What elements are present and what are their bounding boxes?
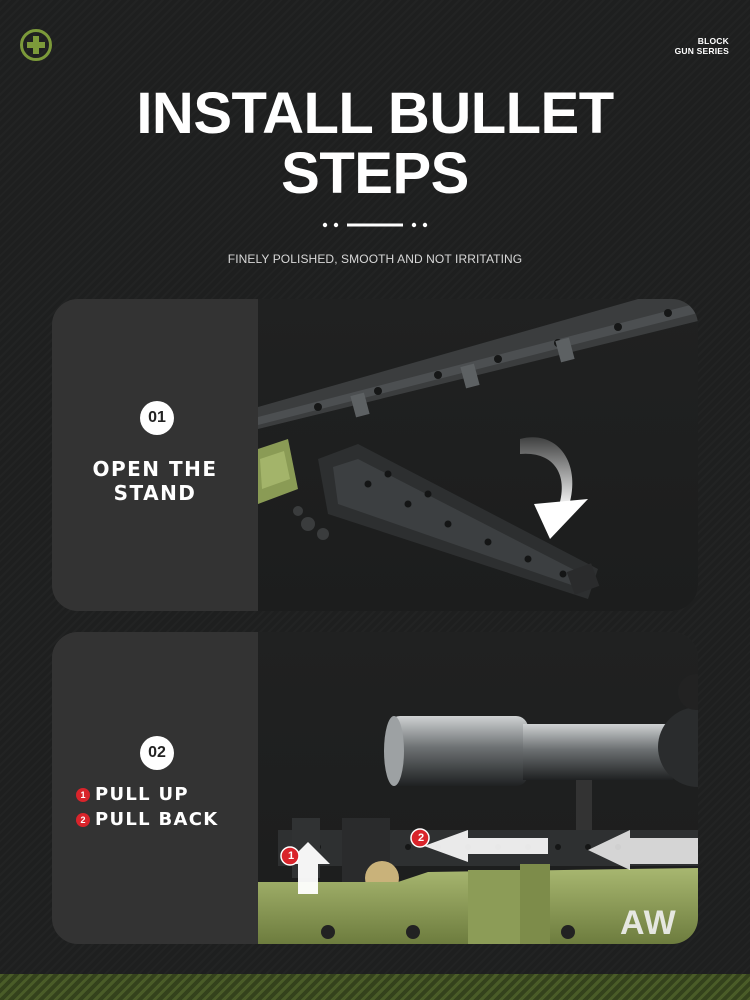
step-2-item-1: 1 PULL UP (76, 784, 189, 805)
rifle-bolt-illustration (258, 674, 698, 944)
title-divider (322, 222, 428, 228)
step-1-instruction: OPEN THE STAND (52, 457, 258, 505)
step-1-line-2: STAND (113, 481, 197, 505)
step-2-item-2: 2 PULL BACK (76, 809, 219, 830)
brand-line-1: BLOCK (697, 36, 729, 46)
step-2-photo: 1 2 AW (258, 632, 698, 944)
rifle-watermark: AW (620, 904, 677, 942)
rifle-stand-illustration (258, 299, 698, 599)
page-subtitle: FINELY POLISHED, SMOOTH AND NOT IRRITATI… (227, 252, 523, 266)
title-line-2: STEPS (281, 141, 469, 206)
step-number-badge: 02 (140, 736, 174, 770)
step-1-text-panel (52, 299, 258, 611)
page-title: INSTALL BULLET STEPS (0, 84, 750, 204)
bottom-accent-bar (0, 974, 750, 1000)
step-2-item-label: PULL UP (95, 784, 189, 805)
step-2-item-label: PULL BACK (95, 809, 219, 830)
photo-marker-2: 2 (417, 832, 425, 844)
step-card-1: 01 OPEN THE STAND (52, 299, 698, 611)
red-marker-icon: 1 (76, 787, 90, 802)
step-1-photo (258, 299, 698, 611)
brand-label: BLOCK GUN SERIES (675, 36, 729, 56)
step-card-2: 1 2 AW 02 1 PULL UP 2 PULL BACK (52, 632, 698, 944)
step-number-badge: 01 (140, 401, 174, 435)
step-1-line-1: OPEN THE (92, 457, 218, 481)
brand-line-2: GUN SERIES (674, 46, 729, 56)
title-line-1: INSTALL BULLET (136, 81, 614, 146)
brand-logo-icon (20, 29, 52, 61)
photo-marker-1: 1 (287, 850, 295, 862)
red-marker-icon: 2 (76, 812, 90, 827)
